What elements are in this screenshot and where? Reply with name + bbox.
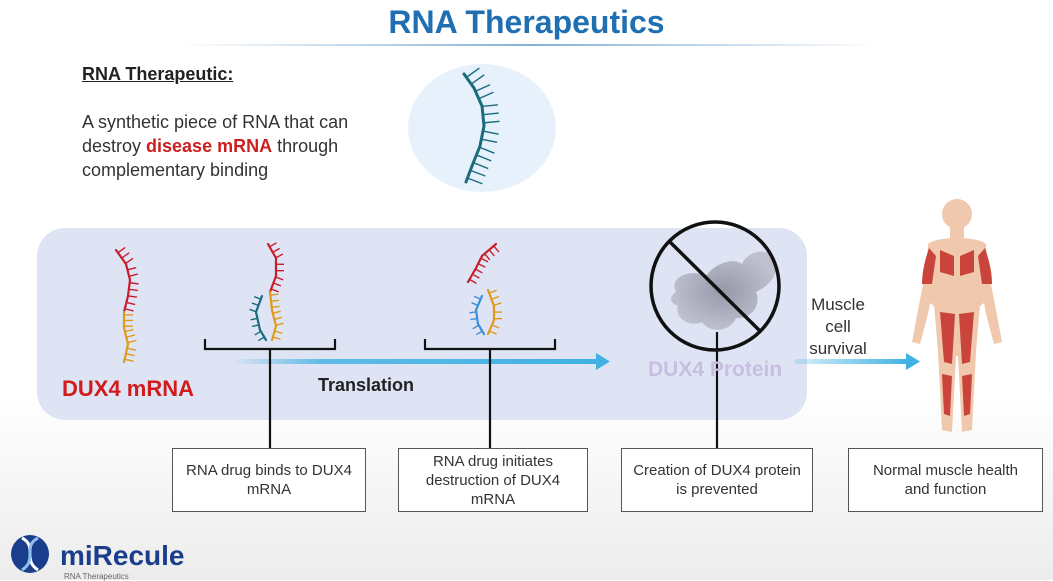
rna-strands <box>114 242 502 364</box>
title-divider <box>180 44 880 46</box>
muscle-cell-survival-label: Muscle cell survival <box>809 295 867 358</box>
step-box-destruction: RNA drug initiates destruction of DUX4 m… <box>398 448 588 512</box>
definition-highlight: disease mRNA <box>146 136 273 156</box>
step-text: RNA drug binds to DUX4 mRNA <box>186 462 352 498</box>
bracket-binding <box>203 339 337 452</box>
dux4-mrna-label: DUX4 mRNA <box>62 376 195 401</box>
step-box-binding: RNA drug binds to DUX4 mRNA <box>172 448 366 512</box>
process-panel <box>37 228 807 420</box>
translation-arrow <box>230 353 610 370</box>
mrna-strand-orange <box>122 310 137 364</box>
brand-logo-text: miRecule <box>60 540 185 571</box>
cleaved-mrna-orange <box>486 288 502 336</box>
prohibited-icon <box>649 220 781 352</box>
cleaved-mrna-red <box>466 242 500 284</box>
bracket-destruction <box>423 339 557 452</box>
rna-drug-blue <box>469 294 486 336</box>
page-title: RNA Therapeutics <box>388 4 665 40</box>
rna-drug-teal <box>249 294 268 342</box>
rna-illustration-circle <box>408 64 556 192</box>
bound-mrna-orange <box>268 290 284 342</box>
human-body-icon <box>912 199 1002 432</box>
mrna-strand-red <box>114 246 139 314</box>
translation-label: Translation <box>318 375 415 395</box>
definition-heading: RNA Therapeutic: <box>82 64 234 84</box>
step-box-outcome: Normal muscle health and function <box>848 448 1043 512</box>
step-text: RNA drug initiates destruction of DUX4 m… <box>425 452 561 508</box>
outcome-arrow <box>795 353 920 370</box>
bound-mrna-red <box>266 242 284 294</box>
rna-drug-strand <box>462 67 500 185</box>
brand-dna-icon <box>11 535 49 573</box>
definition-text-start: A synthetic piece of RNA that can destro… <box>82 112 349 156</box>
step-box-prevention: Creation of DUX4 protein is prevented <box>621 448 813 512</box>
definition-text-end: through complementary binding <box>82 136 339 180</box>
brand-tagline: RNA Therapeutics <box>64 572 129 581</box>
definition-text: A synthetic piece of RNA that can destro… <box>82 110 402 182</box>
rna-strand-icon <box>462 67 500 185</box>
step-text: Normal muscle health and function <box>872 462 1019 498</box>
dux4-protein-blob <box>671 251 776 330</box>
dux4-protein-label: DUX4 Protein <box>648 358 783 381</box>
step-text: Creation of DUX4 protein is prevented <box>633 462 801 498</box>
